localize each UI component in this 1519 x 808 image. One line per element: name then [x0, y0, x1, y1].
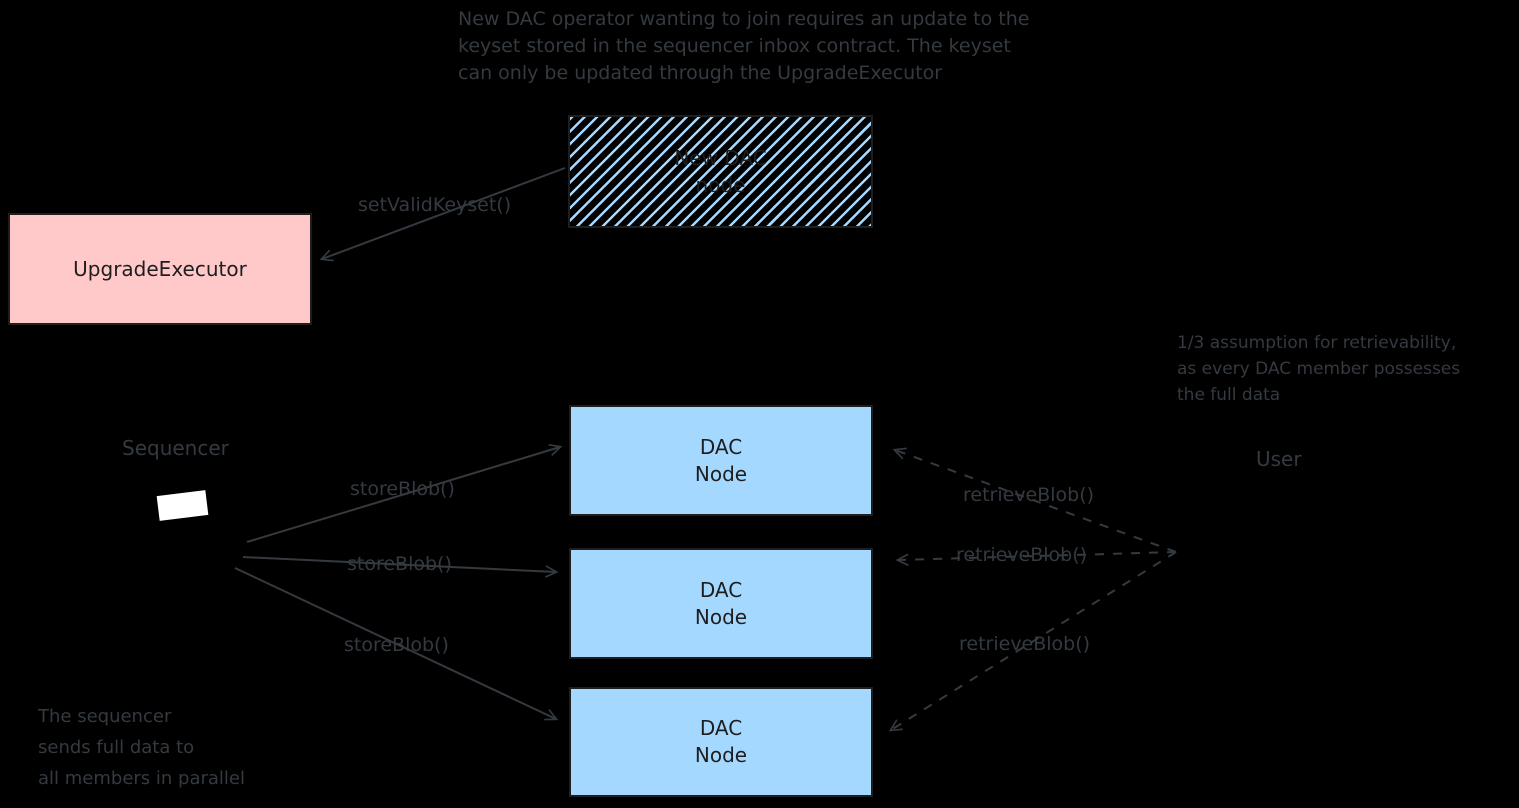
set-valid-keyset-arrow [319, 167, 566, 262]
retrieve-blob-label-1: retrieveBlob() [963, 484, 1095, 506]
dac-node-label: DAC Node [694, 716, 748, 767]
sequencer-note: The sequencer sends full data to all mem… [38, 706, 245, 789]
store-blob-arrow-2 [242, 556, 559, 578]
retrieve-blob-label-2: retrieveBlob() [956, 544, 1088, 566]
user-label: User [1256, 447, 1302, 471]
new-dac-node-label: New DAC node [674, 145, 767, 197]
dac-node-label: DAC Node [694, 577, 748, 629]
sequencer-label: Sequencer [122, 436, 229, 460]
dac-node-label: DAC Node [694, 434, 748, 486]
top-note: New DAC operator wanting to join require… [458, 8, 1030, 84]
new-dac-node-box: New DAC node [568, 115, 873, 228]
store-blob-label-2: storeBlob() [347, 553, 452, 575]
store-blob-label-1: storeBlob() [350, 478, 455, 500]
retrieve-blob-label-3: retrieveBlob() [959, 633, 1091, 655]
dac-node-box-3: DAC Node [569, 687, 873, 797]
store-blob-arrow-1 [246, 443, 563, 543]
store-blob-label-3: storeBlob() [344, 634, 449, 656]
dac-node-box-2: DAC Node [569, 548, 873, 659]
upgrade-executor-label: UpgradeExecutor [73, 256, 247, 281]
retrievability-note: 1/3 assumption for retrievability, as ev… [1177, 333, 1461, 405]
upgrade-executor-box: UpgradeExecutor [8, 213, 312, 325]
store-blob-arrow-3 [234, 567, 559, 721]
retrieve-blob-arrow-1 [892, 447, 1177, 553]
set-valid-keyset-label: setValidKeyset() [358, 194, 512, 216]
retrieve-blob-arrow-3 [888, 551, 1177, 732]
dac-node-box-1: DAC Node [569, 405, 873, 516]
